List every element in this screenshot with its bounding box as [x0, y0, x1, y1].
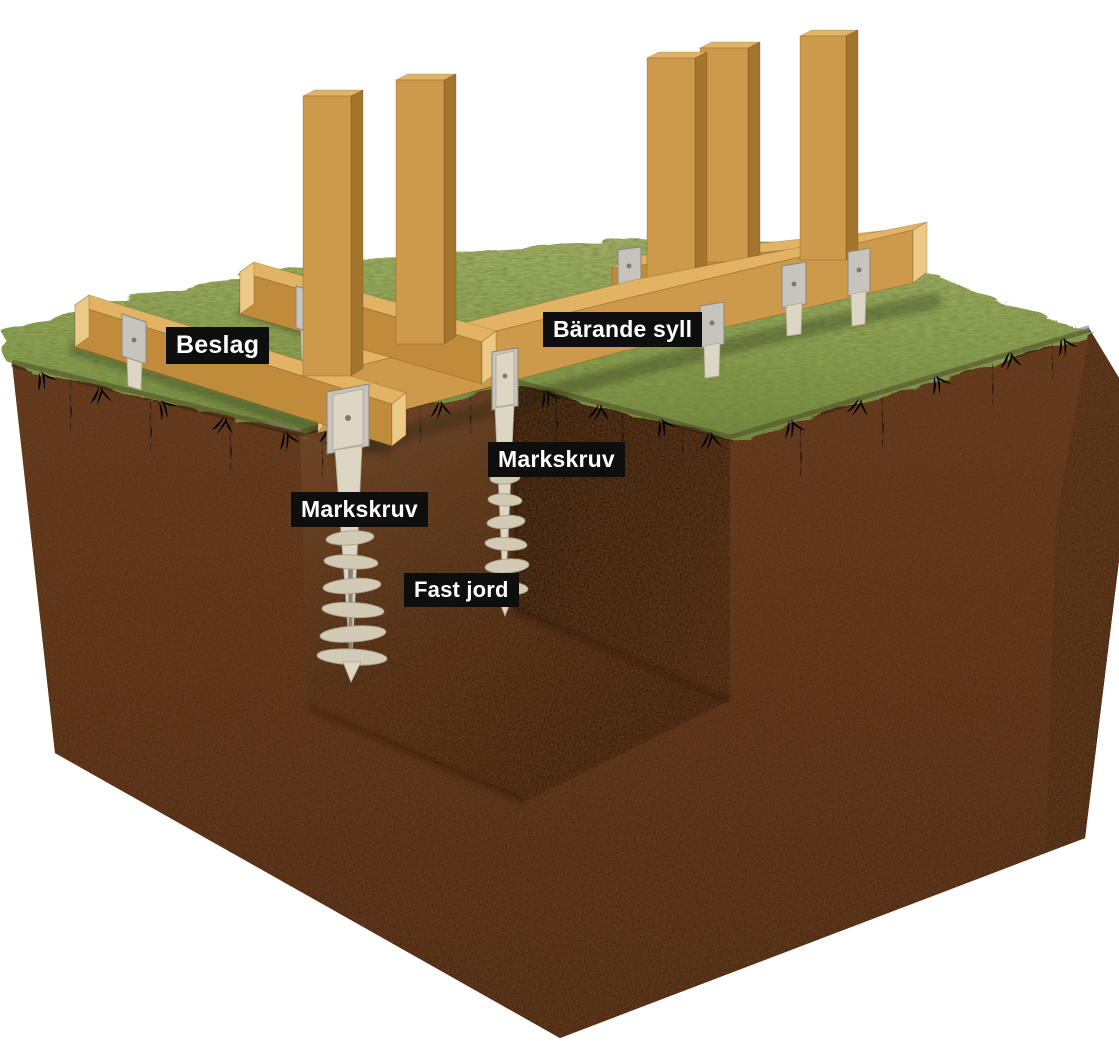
stud-1	[302, 89, 364, 377]
screw-flange	[325, 530, 375, 546]
screw-flange	[484, 558, 530, 574]
stud-2	[395, 73, 457, 345]
bracket-screw-dot	[626, 263, 632, 269]
stud-side-face	[443, 73, 457, 345]
joist-far-end-grain	[74, 294, 90, 348]
floor-front-crease	[307, 706, 525, 804]
label-barande-syll: Bärande syll	[543, 312, 703, 347]
soil-right-edge-shade	[1046, 330, 1119, 852]
screw-post-sill-right	[785, 302, 803, 337]
label-markskruv-right: Markskruv	[488, 442, 625, 477]
stud-4	[699, 41, 761, 263]
sill-brackets	[699, 247, 871, 379]
sill-end-grain-right	[912, 221, 928, 284]
stud-side-face	[845, 29, 859, 261]
bracket-screw-dot	[345, 415, 351, 421]
bracket-screw-dot	[709, 320, 715, 326]
stud-front-face	[799, 35, 847, 261]
screw-post-joist-left	[126, 357, 143, 391]
stud-side-face	[350, 89, 364, 377]
stud-side-face	[694, 51, 708, 301]
label-markskruv-left: Markskruv	[291, 492, 428, 527]
soil-block	[12, 330, 1119, 1038]
label-fast-jord: Fast jord	[404, 573, 519, 607]
floor-side-crease	[516, 610, 731, 702]
bracket-screw-dot	[502, 373, 508, 379]
stud-front-face	[395, 79, 445, 345]
screw-tip	[342, 661, 362, 683]
joist-far-end-grain	[239, 261, 255, 315]
screw-post-sill-end	[850, 290, 867, 327]
screw-flange	[319, 625, 387, 643]
screw-flange	[322, 577, 382, 595]
screw-flange	[486, 514, 526, 530]
stud-front-face	[302, 95, 352, 377]
stud-5	[799, 29, 859, 261]
stud-side-face	[747, 41, 761, 263]
bracket-screw-dot	[131, 337, 137, 343]
stud-front-face	[646, 57, 696, 301]
joist-end-grain	[391, 392, 407, 447]
bracket-screw-dot	[791, 281, 797, 287]
stud-3	[646, 51, 708, 301]
screw-head-post	[495, 350, 515, 408]
trench-floor	[308, 612, 730, 802]
bracket-screw-dot	[856, 267, 862, 273]
screw-flange	[323, 554, 379, 570]
screw-flange	[487, 493, 523, 507]
label-beslag: Beslag	[166, 327, 270, 365]
screw-flange	[321, 601, 385, 619]
screw-post-sill-mid	[703, 342, 721, 379]
screw-flange	[484, 536, 528, 552]
